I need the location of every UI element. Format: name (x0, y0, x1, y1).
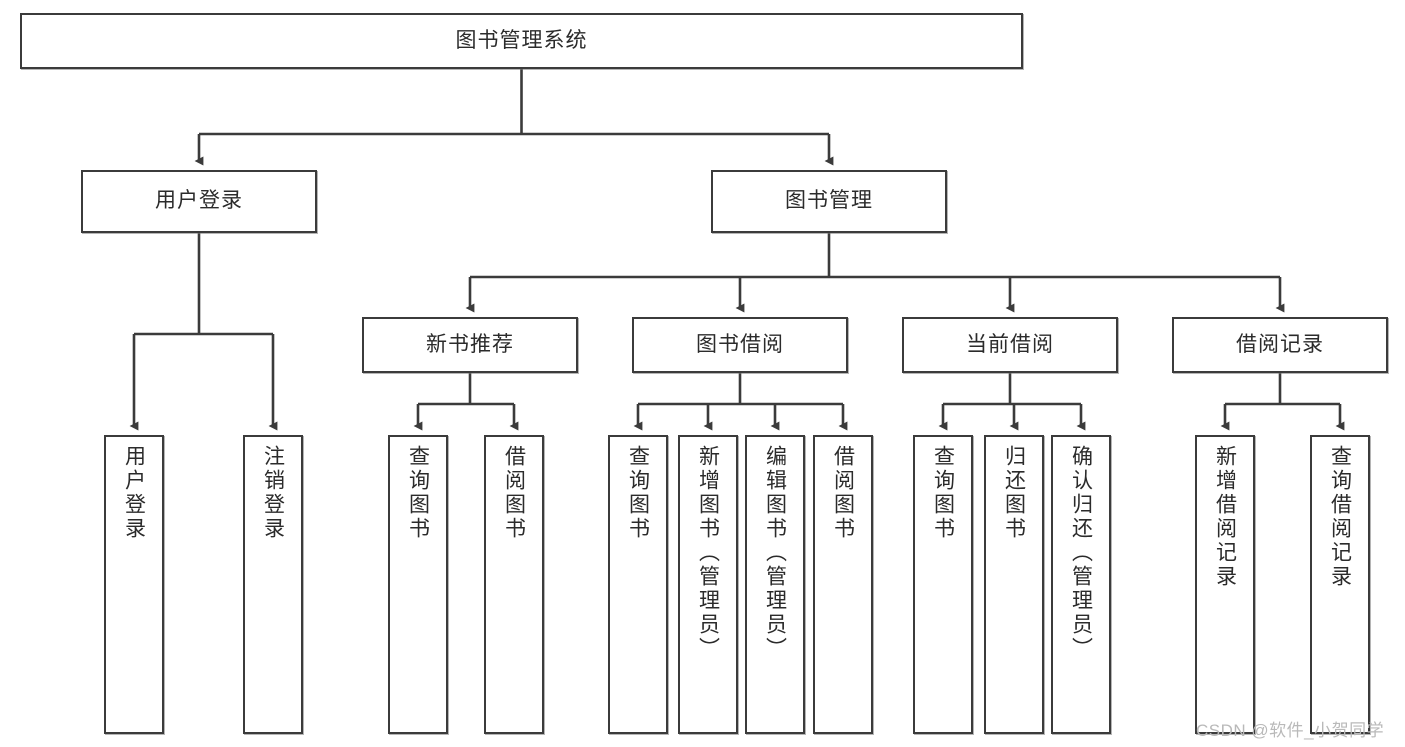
node-label: 借阅图书 (502, 445, 526, 541)
node-label: 新书推荐 (426, 332, 514, 356)
node-label: 当前借阅 (966, 332, 1054, 356)
node-root-book-management-system[interactable]: 图书管理系统 (20, 13, 1023, 69)
node-leaf-query-book-recommend[interactable]: 查询图书 (388, 435, 448, 734)
node-label: 查询图书 (931, 445, 955, 541)
node-book-borrow[interactable]: 图书借阅 (632, 317, 848, 373)
node-leaf-edit-book-admin[interactable]: 编辑图书（管理员） (745, 435, 805, 734)
node-leaf-add-book-admin[interactable]: 新增图书（管理员） (678, 435, 738, 734)
node-leaf-query-borrow-record[interactable]: 查询借阅记录 (1310, 435, 1370, 734)
node-leaf-borrow-book[interactable]: 借阅图书 (813, 435, 873, 734)
node-label: 新增借阅记录 (1213, 445, 1237, 589)
node-leaf-user-login[interactable]: 用户登录 (104, 435, 164, 734)
node-label: 图书管理 (785, 189, 873, 213)
csdn-watermark: CSDN @软件_小贺同学 (1196, 721, 1385, 740)
node-borrow-record[interactable]: 借阅记录 (1172, 317, 1388, 373)
node-label: 编辑图书（管理员） (763, 445, 787, 661)
node-label: 用户登录 (122, 445, 146, 541)
node-leaf-borrow-book-recommend[interactable]: 借阅图书 (484, 435, 544, 734)
node-book-management[interactable]: 图书管理 (711, 170, 947, 233)
node-leaf-query-book-borrow[interactable]: 查询图书 (608, 435, 668, 734)
node-leaf-confirm-return-admin[interactable]: 确认归还（管理员） (1051, 435, 1111, 734)
node-user-login[interactable]: 用户登录 (81, 170, 317, 233)
node-label: 新增图书（管理员） (696, 445, 720, 661)
node-leaf-query-book-current[interactable]: 查询图书 (913, 435, 973, 734)
node-leaf-return-book[interactable]: 归还图书 (984, 435, 1044, 734)
node-label: 图书管理系统 (455, 28, 588, 52)
node-label: 借阅图书 (831, 445, 855, 541)
node-label: 查询图书 (406, 445, 430, 541)
node-leaf-add-borrow-record[interactable]: 新增借阅记录 (1195, 435, 1255, 734)
node-label: 归还图书 (1002, 445, 1026, 541)
node-leaf-logout-login[interactable]: 注销登录 (243, 435, 303, 734)
node-new-book-recommend[interactable]: 新书推荐 (362, 317, 578, 373)
node-current-borrow[interactable]: 当前借阅 (902, 317, 1118, 373)
node-label: 借阅记录 (1236, 332, 1324, 356)
node-label: 查询借阅记录 (1328, 445, 1352, 589)
node-label: 用户登录 (155, 189, 243, 213)
node-label: 图书借阅 (696, 332, 784, 356)
node-label: 确认归还（管理员） (1069, 445, 1093, 661)
node-label: 查询图书 (626, 445, 650, 541)
node-label: 注销登录 (261, 445, 285, 541)
